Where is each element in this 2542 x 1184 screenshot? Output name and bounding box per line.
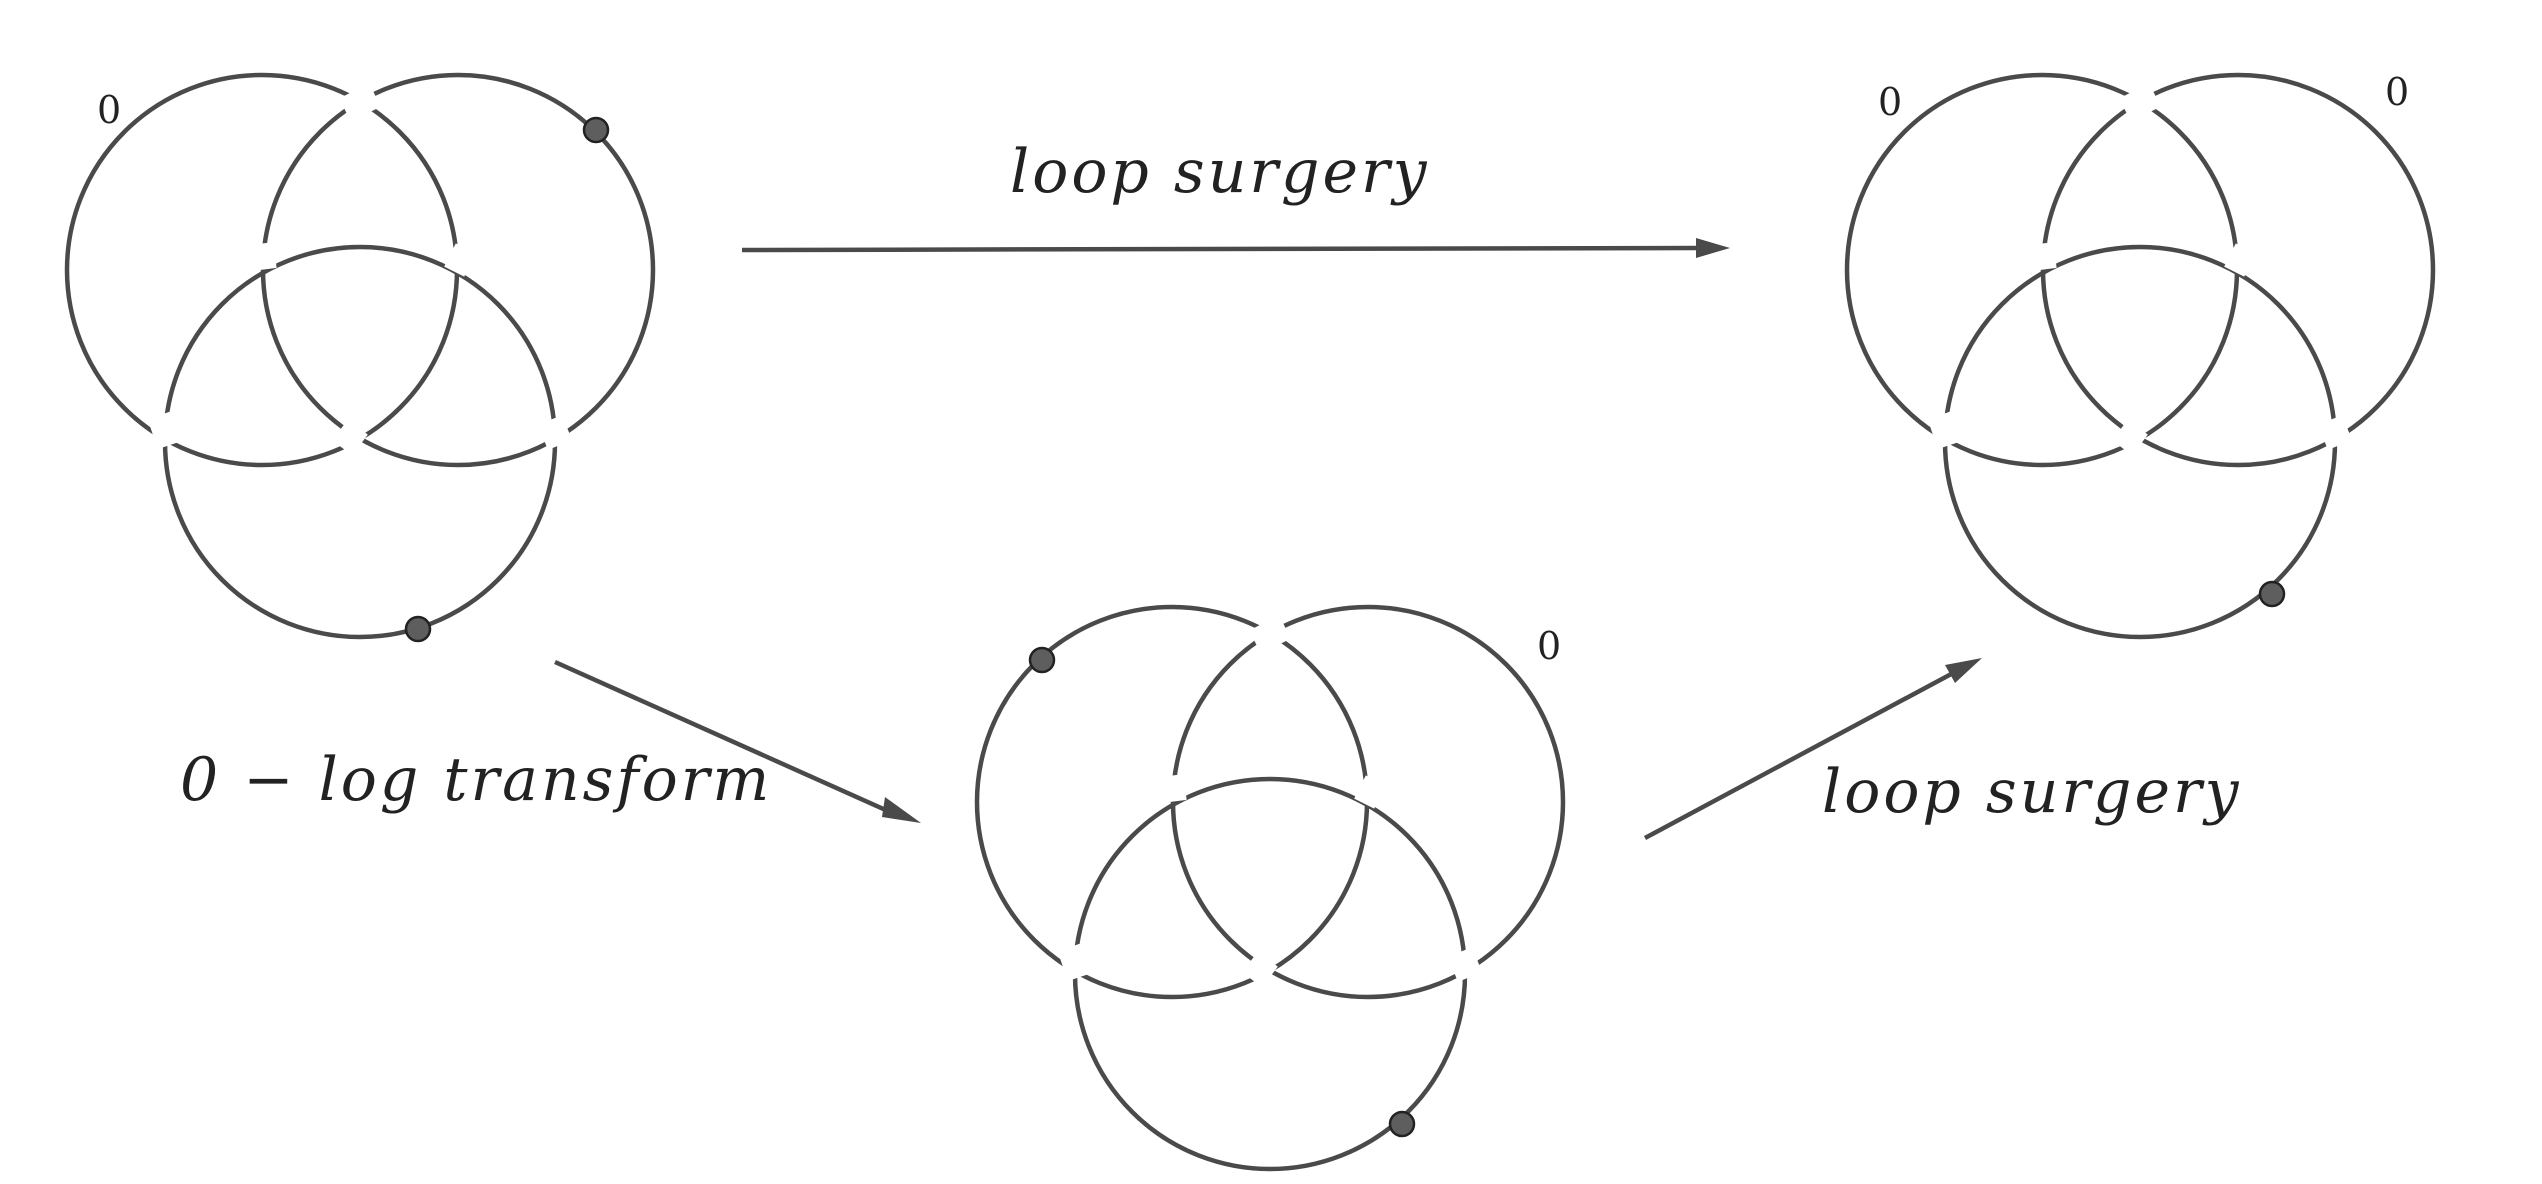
arrow-label-lower-right: loop surgery [1822, 757, 2242, 827]
arrow-lower-left: 0 − log transform [180, 659, 921, 823]
marked-point [582, 116, 610, 144]
marked-point [1028, 646, 1056, 674]
link-component-b [2040, 72, 2436, 468]
link-component-b [260, 72, 656, 468]
marked-point [404, 615, 432, 643]
link-component-a [64, 72, 460, 468]
link-component-c [162, 244, 558, 640]
marked-point [2258, 580, 2286, 608]
link-diagram-1: 0 [64, 72, 656, 643]
link-diagram-2: 0 [974, 604, 1566, 1172]
framing-label-b: 0 [1537, 624, 1561, 668]
framing-label-a: 0 [1878, 80, 1902, 124]
link-component-b [1170, 604, 1566, 1000]
link-component-c [1072, 776, 1468, 1172]
arrow-label-top: loop surgery [1010, 137, 1430, 207]
arrow-lower-right: loop surgery [1643, 658, 2242, 840]
link-component-c [1942, 244, 2338, 640]
arrow-top: loop surgery [741, 137, 1730, 258]
link-component-a [1844, 72, 2240, 468]
marked-point [1388, 1110, 1416, 1138]
link-component-a [974, 604, 1370, 1000]
link-diagram-3: 0 0 [1844, 70, 2436, 640]
arrow-label-lower-left: 0 − log transform [180, 745, 772, 815]
framing-label-b: 0 [2385, 70, 2409, 114]
framing-label-a: 0 [97, 88, 121, 132]
